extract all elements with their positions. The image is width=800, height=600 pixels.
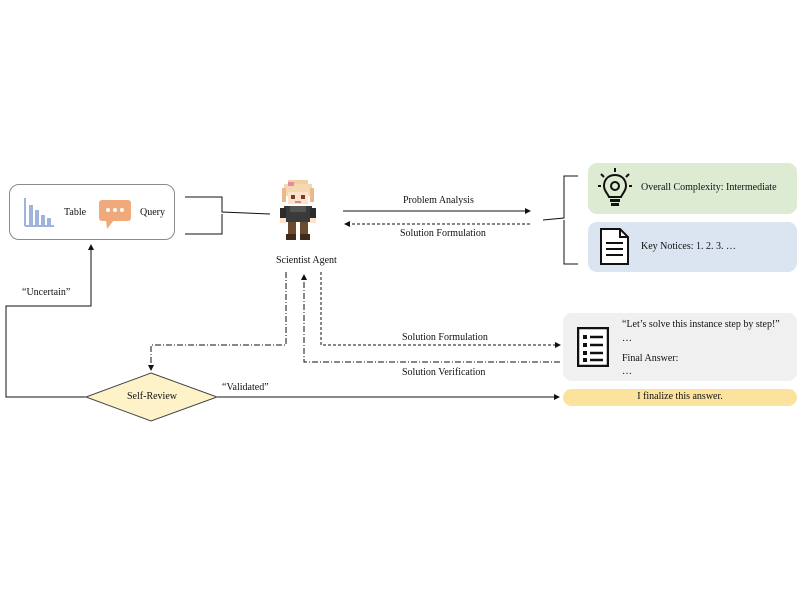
notices-text: Key Notices: 1. 2. 3. …: [641, 241, 736, 252]
final-answer-text: I finalize this answer.: [637, 391, 723, 402]
checklist-icon: [577, 327, 609, 367]
solution-verification-label: Solution Verification: [402, 367, 486, 378]
complexity-box: Overall Complexity: Intermediate: [588, 163, 797, 214]
validated-label: “Validated”: [222, 382, 269, 393]
analysis-bracket: [542, 175, 578, 265]
solution-formulation-bottom-label: Solution Formulation: [402, 332, 488, 343]
query-label: Query: [140, 207, 165, 218]
solution-formulation-path: [320, 272, 561, 348]
self-review-label: Self-Review: [127, 391, 177, 402]
uncertain-loop-path: [5, 244, 94, 398]
scientist-agent-label: Scientist Agent: [276, 255, 337, 266]
lightbulb-gear-icon: [598, 168, 632, 206]
notices-box: Key Notices: 1. 2. 3. …: [588, 222, 797, 272]
solution-line-1: “Let’s solve this instance step by step!…: [622, 319, 780, 330]
table-label: Table: [64, 207, 87, 218]
self-review-diamond: [84, 372, 219, 422]
bar-chart-icon: [24, 198, 54, 227]
input-bracket-connector: [185, 196, 271, 235]
solution-formulation-top-label: Solution Formulation: [400, 228, 486, 239]
uncertain-label: “Uncertain”: [22, 287, 71, 298]
solution-verification-path: [301, 274, 560, 363]
solution-line-2: …: [622, 333, 632, 344]
solution-line-3: Final Answer:: [622, 353, 679, 364]
speech-bubble-icon: [99, 200, 131, 229]
problem-analysis-label: Problem Analysis: [403, 195, 474, 206]
input-box: Table Query: [9, 184, 175, 240]
solution-line-4: …: [622, 366, 632, 377]
scientist-agent-avatar: [280, 180, 316, 240]
document-icon: [600, 228, 629, 265]
solution-box: “Let’s solve this instance step by step!…: [563, 313, 797, 381]
complexity-text: Overall Complexity: Intermediate: [641, 182, 777, 193]
agent-to-review-path: [148, 272, 287, 371]
final-answer-box: I finalize this answer.: [563, 389, 797, 406]
